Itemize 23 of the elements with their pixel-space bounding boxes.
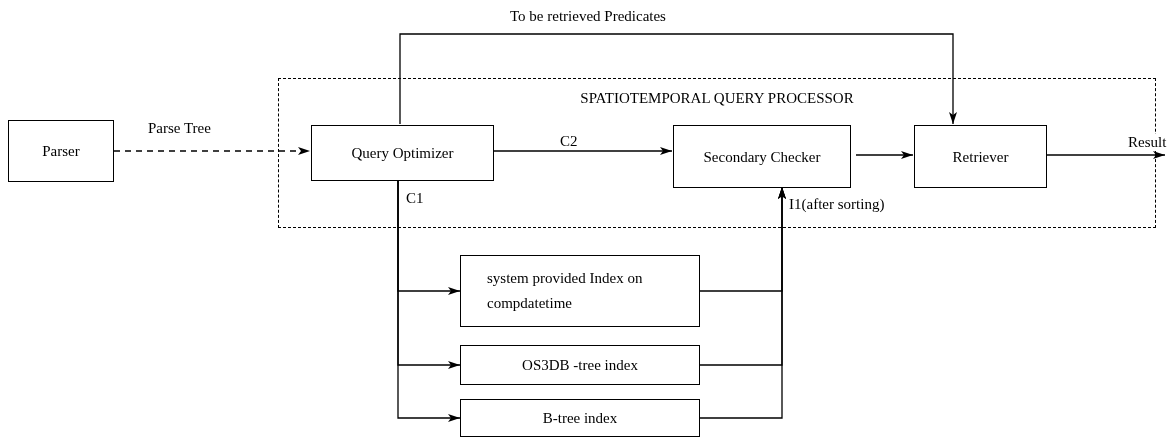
process-box [311,125,494,181]
process-box [460,345,700,385]
arrow [855,151,914,159]
box-label: B-tree index [542,409,618,427]
process-box [673,125,851,188]
group-title: SPATIOTEMPORAL QUERY PROCESSOR [580,89,854,107]
box-label: system provided Index on compdatetime [487,269,644,313]
process-box [8,120,114,182]
box-label: Parser [42,142,80,160]
edge-label: Result [1126,134,1167,151]
box-label: Retriever [952,147,1009,166]
process-box [914,125,1047,188]
box-label: OS3DB -tree index [522,356,638,374]
process-box [460,255,700,327]
arrow [397,179,461,422]
arrow [113,147,311,155]
edge-label: I1(after sorting) [787,196,887,213]
arrow [1045,151,1166,159]
box-label: Query Optimizer [351,144,454,162]
box-label: Secondary Checker [703,147,821,166]
arrow [399,33,957,125]
arrow [492,147,673,155]
process-box [460,399,700,437]
